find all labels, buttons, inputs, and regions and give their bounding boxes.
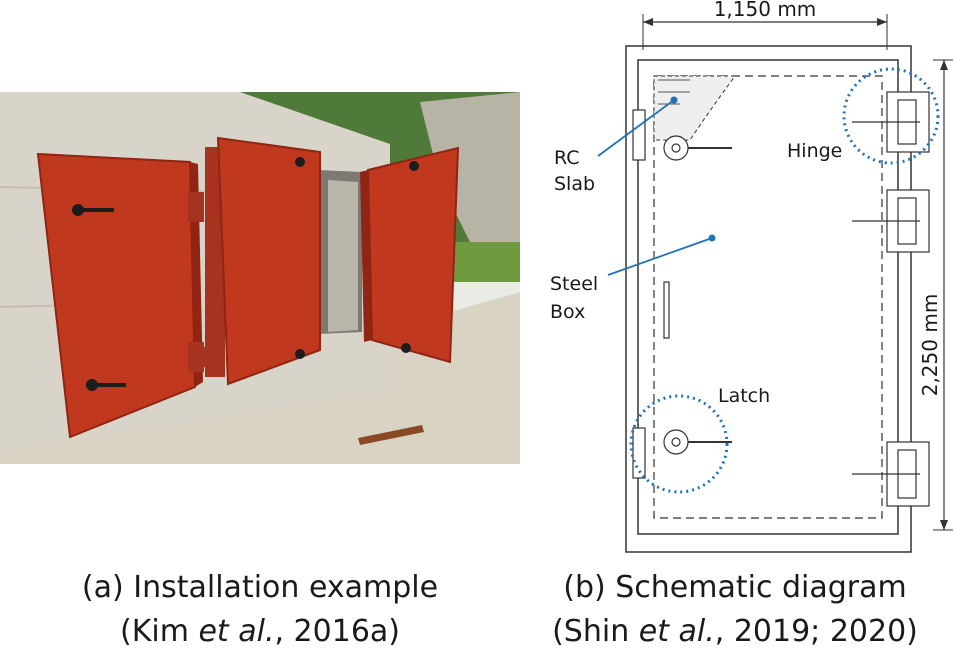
outer-frame <box>625 45 912 553</box>
caption-a-title: (a) Installation example <box>81 570 439 605</box>
caption-b-title: (b) Schematic diagram <box>563 570 907 605</box>
hinge-callout-circle <box>842 67 940 165</box>
hinge-top <box>852 91 930 153</box>
caption-a-citation: (Kim et al., 2016a) <box>119 614 400 649</box>
hinge-middle <box>852 189 930 253</box>
label-latch: Latch <box>718 385 770 407</box>
caption-b: (b) Schematic diagram (Shin et al., 2019… <box>500 566 955 654</box>
caption-a: (a) Installation example (Kim et al., 20… <box>25 566 495 654</box>
schematic-diagram: 1,150 mm <box>540 0 955 560</box>
schematic-svg: 1,150 mm <box>550 0 953 553</box>
caption-b-citation: (Shin et al., 2019; 2020) <box>552 614 918 649</box>
label-hinge: Hinge <box>787 140 842 162</box>
rc-slab-corner <box>653 75 736 141</box>
center-door-leaf <box>216 136 321 386</box>
center-bolt <box>663 281 670 339</box>
right-latch-bottom <box>401 343 411 353</box>
width-dimension-label: 1,150 mm <box>714 0 817 21</box>
label-box: Box <box>550 301 585 323</box>
installation-photo <box>0 92 520 464</box>
installation-illustration <box>0 92 520 464</box>
center-latch-top <box>295 157 305 167</box>
steel-box-leader <box>607 237 713 276</box>
right-door-leaf <box>366 146 460 364</box>
latch-callout-circle <box>629 394 729 494</box>
label-rc: RC <box>554 147 580 169</box>
inner-dashed-outline <box>653 75 883 519</box>
hinge-bottom <box>852 441 930 507</box>
steel-box-outline <box>637 59 899 535</box>
rock-face <box>420 92 520 242</box>
label-slab: Slab <box>554 173 595 195</box>
height-dimension-label: 2,250 mm <box>918 294 942 397</box>
rebar-on-ground <box>358 425 424 445</box>
latch-bottom <box>632 427 732 479</box>
label-steel: Steel <box>550 273 598 295</box>
right-latch-top <box>409 161 419 171</box>
rc-slab-leader <box>597 99 675 157</box>
center-latch-bottom <box>295 349 305 359</box>
